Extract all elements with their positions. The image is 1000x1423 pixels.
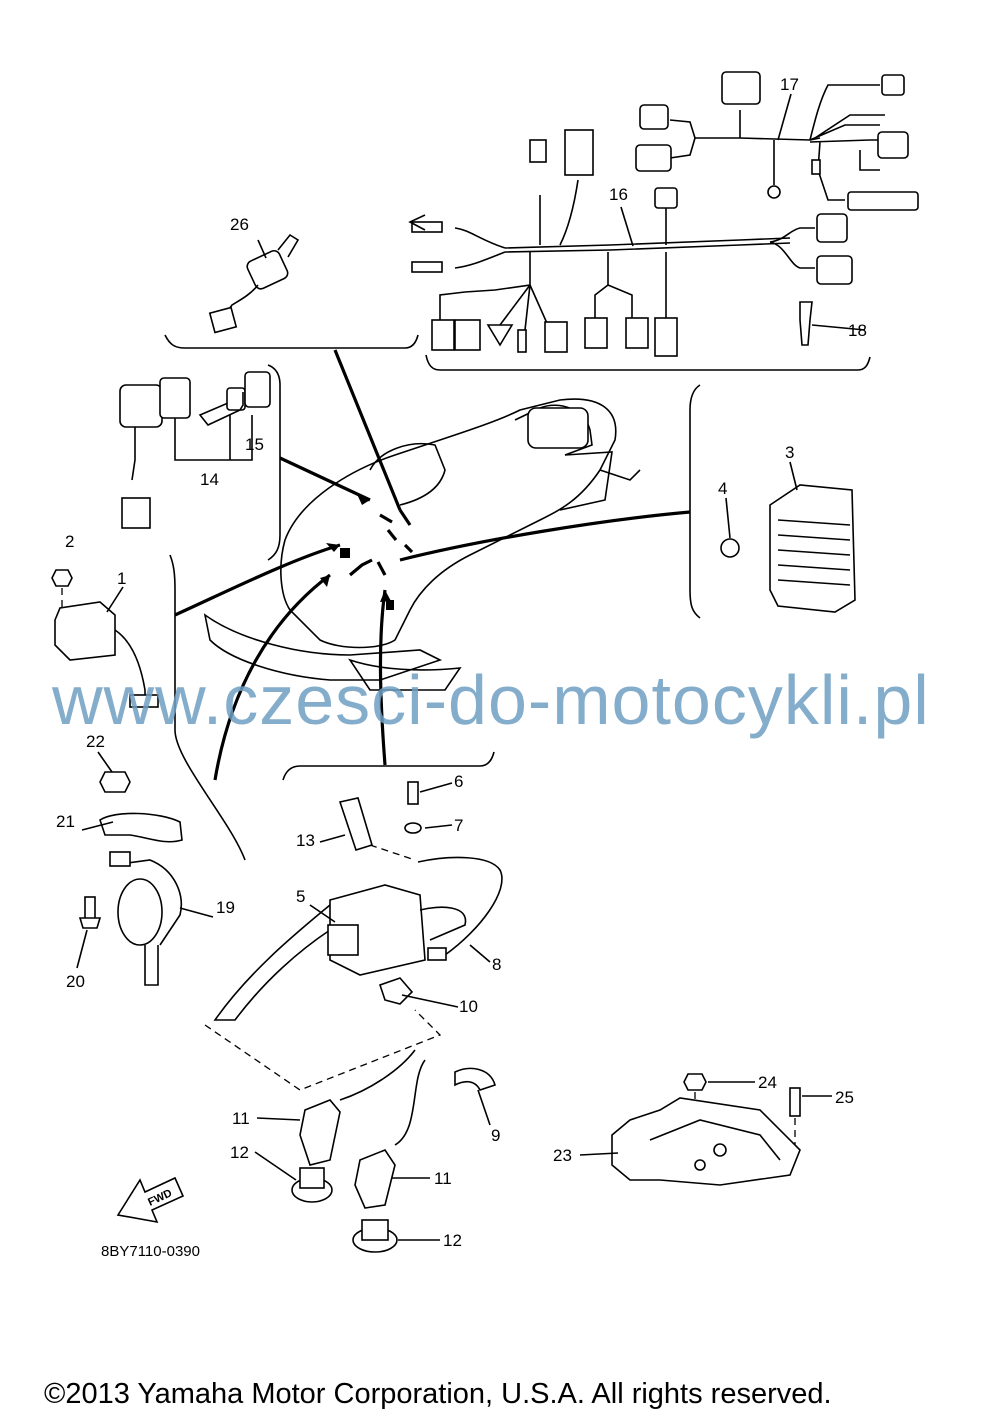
callout-9: 9	[491, 1126, 500, 1145]
callout-12b: 12	[443, 1231, 462, 1250]
part-17-wire-harness	[635, 71, 919, 211]
callout-26: 26	[230, 215, 249, 234]
part-23-bracket	[611, 1097, 801, 1186]
harness-location-marks	[340, 509, 414, 610]
part-10-clamp	[378, 977, 414, 1005]
part-11-plug-caps	[299, 1049, 426, 1209]
part-16-wire-harness	[408, 129, 853, 357]
part-22-nut	[99, 771, 131, 793]
callout-11a: 11	[232, 1109, 250, 1128]
part-21-clamp	[99, 812, 183, 843]
part-6-screw	[407, 781, 419, 805]
callout-8: 8	[492, 955, 501, 974]
part-18-clip	[799, 301, 813, 346]
callout-22: 22	[86, 732, 105, 751]
website-watermark: www.czesci-do-motocykli.pl	[52, 661, 930, 739]
snowmobile-outline	[203, 398, 641, 691]
part-7-washer	[404, 822, 422, 834]
callout-4: 4	[718, 479, 727, 498]
fwd-arrow-icon: FWD	[116, 1176, 185, 1224]
part-19-horn	[109, 851, 182, 986]
part-25-bolt	[789, 1087, 801, 1145]
callout-13: 13	[296, 831, 315, 850]
part-15-key	[198, 371, 271, 426]
part-13-clamp	[338, 797, 416, 861]
callout-labels: 1 2 3 4 5 6 7 8 9 10 11 11 12 12 13 14 1…	[56, 75, 867, 1250]
callout-3: 3	[785, 443, 794, 462]
group-brackets	[164, 334, 871, 861]
callout-7: 7	[454, 816, 463, 835]
coil-dashed-leaders	[204, 1009, 442, 1091]
callout-14: 14	[200, 470, 219, 489]
callout-leaders	[76, 93, 866, 1241]
location-pointers	[174, 349, 691, 781]
callout-15: 15	[245, 435, 264, 454]
callout-19: 19	[216, 898, 235, 917]
part-26-switch	[208, 233, 300, 334]
callout-23: 23	[553, 1146, 572, 1165]
part-9-clamp	[454, 1067, 496, 1091]
callout-24: 24	[758, 1073, 777, 1092]
callout-17: 17	[780, 75, 799, 94]
callout-2: 2	[65, 532, 74, 551]
callout-5: 5	[296, 887, 305, 906]
callout-12a: 12	[230, 1143, 249, 1162]
part-3-rectifier-regulator	[769, 484, 856, 613]
part-20-bolt	[78, 896, 102, 929]
callout-10: 10	[459, 997, 478, 1016]
callout-16: 16	[609, 185, 628, 204]
part-14-main-switch	[119, 377, 253, 529]
callout-20: 20	[66, 972, 85, 991]
callout-18: 18	[848, 321, 867, 340]
part-2-nut	[51, 569, 73, 610]
diagram-code: 8BY7110-0390	[101, 1243, 200, 1260]
part-4-grommet	[720, 538, 740, 558]
part-12-plug-boots	[291, 1167, 398, 1253]
callout-21: 21	[56, 812, 75, 831]
callout-1: 1	[117, 569, 126, 588]
callout-6: 6	[454, 772, 463, 791]
callout-25: 25	[835, 1088, 854, 1107]
part-5-ignition-coil	[213, 884, 426, 1021]
part-8-lead-wire	[417, 856, 503, 961]
part-1-cdi-unit	[54, 601, 159, 708]
callout-11b: 11	[434, 1169, 452, 1188]
copyright-notice: ©2013 Yamaha Motor Corporation, U.S.A. A…	[44, 1378, 832, 1410]
